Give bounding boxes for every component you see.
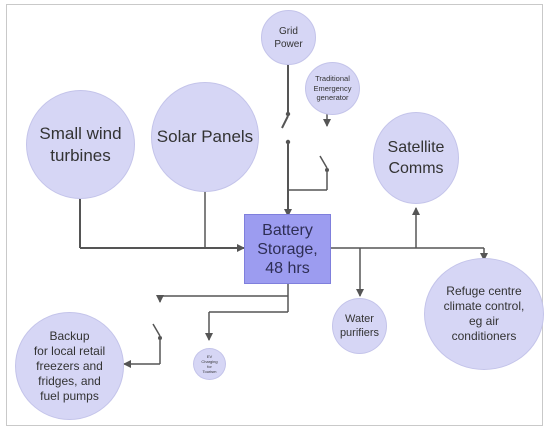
grid-power-node: Grid Power bbox=[261, 10, 316, 65]
backup-retail-node: Backup for local retail freezers and fri… bbox=[15, 312, 124, 420]
emergency-generator-node: Traditional Emergency generator bbox=[305, 62, 360, 115]
ev-charging-node: EV Charging for Tourism bbox=[193, 348, 226, 380]
satellite-comms-node: Satellite Comms bbox=[373, 112, 459, 204]
solar-panels-node: Solar Panels bbox=[151, 82, 259, 192]
wind-connector bbox=[79, 196, 245, 252]
battery-storage-node: Battery Storage, 48 hrs bbox=[244, 214, 331, 284]
output-bus-bottom bbox=[123, 284, 289, 368]
water-purifiers-node: Water purifiers bbox=[332, 298, 387, 354]
diagram-frame bbox=[6, 4, 543, 426]
generator-connector bbox=[289, 112, 331, 191]
grid-power-connector bbox=[281, 62, 292, 217]
wind-turbines-node: Small wind turbines bbox=[26, 90, 135, 199]
refuge-centre-node: Refuge centre climate control, eg air co… bbox=[424, 258, 544, 370]
